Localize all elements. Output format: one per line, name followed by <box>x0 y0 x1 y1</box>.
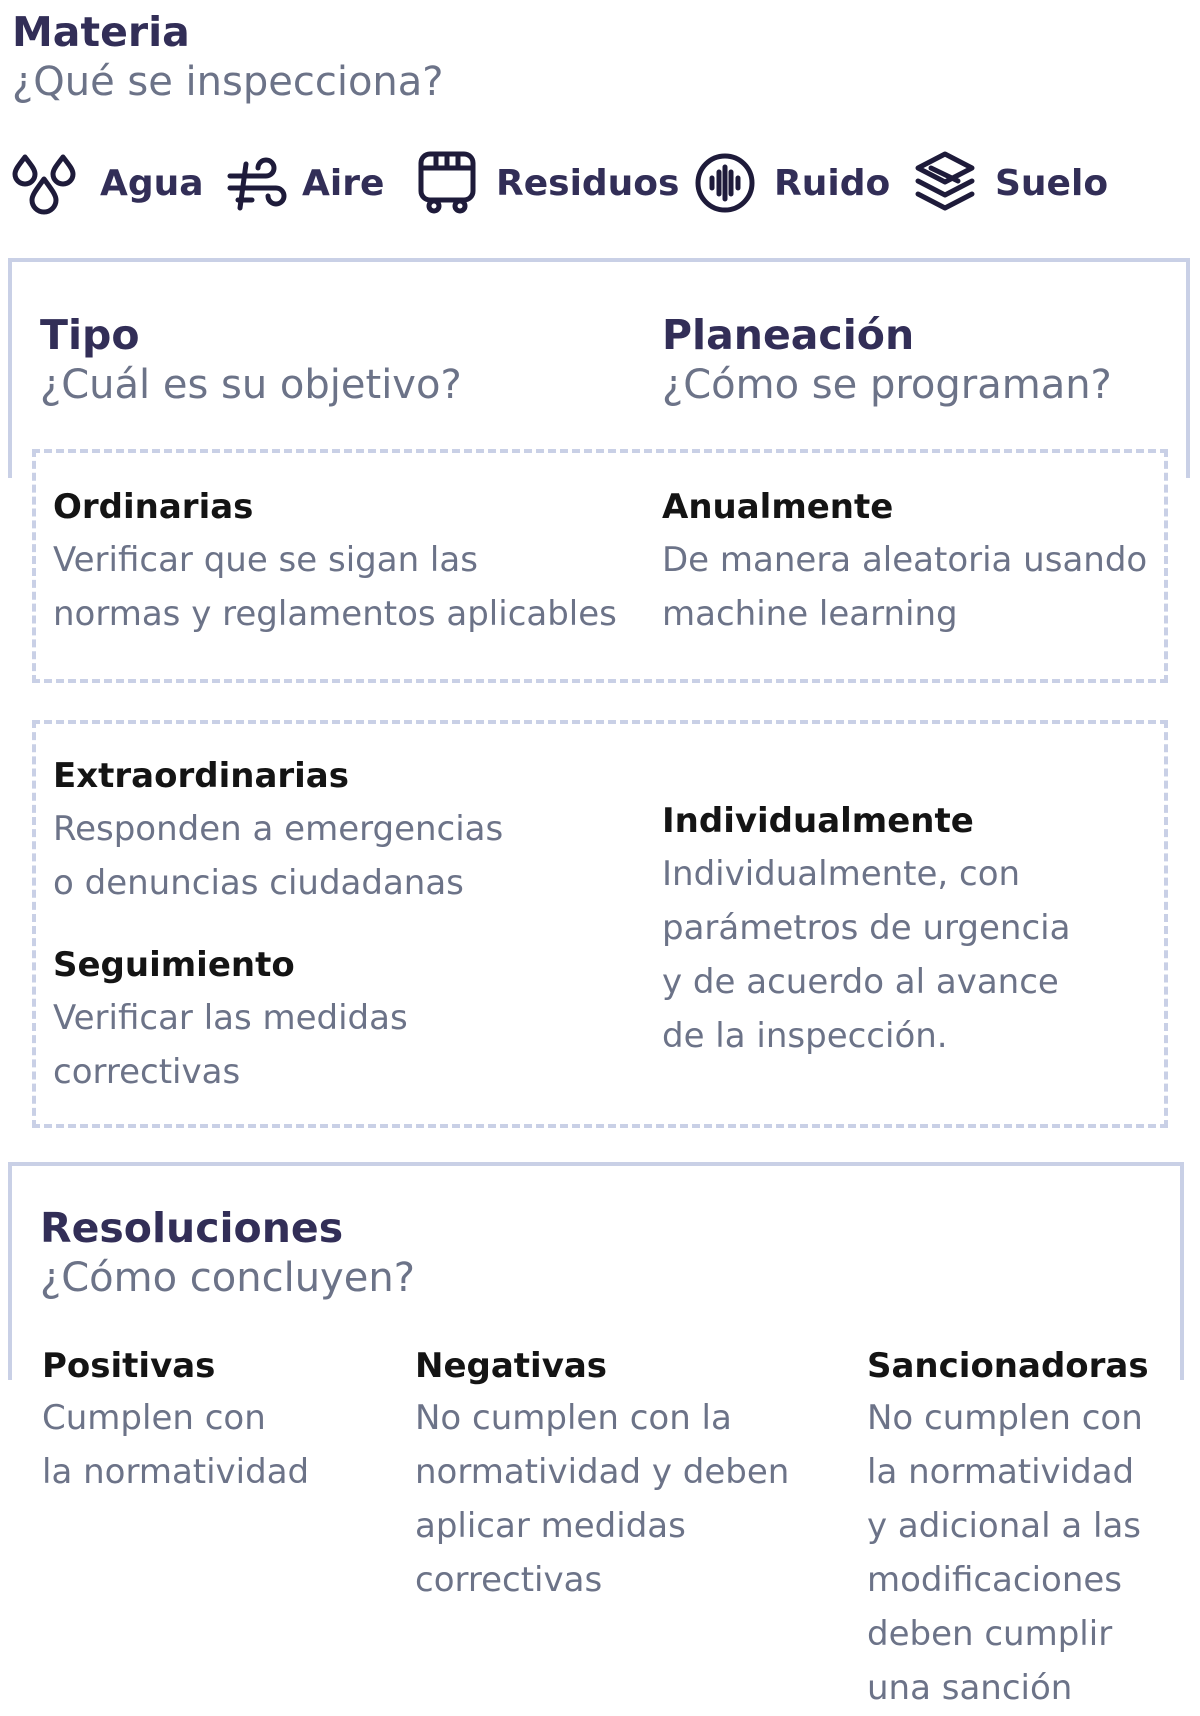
individualmente-line: de la inspección. <box>662 1016 948 1056</box>
positivas-line: Cumplen con <box>42 1398 266 1438</box>
planeacion-subtitle: ¿Cómo se programan? <box>662 362 1112 408</box>
resoluciones-subtitle: ¿Cómo concluyen? <box>40 1255 415 1301</box>
extraordinarias-line: Responden a emergencias <box>53 809 504 849</box>
wind-icon <box>226 156 288 214</box>
negativas-line: aplicar medidas <box>415 1506 686 1546</box>
resoluciones-title: Resoluciones <box>40 1204 344 1252</box>
resoluciones-frame <box>8 1162 1184 1380</box>
individualmente-line: Individualmente, con <box>662 854 1021 894</box>
individualmente-line: parámetros de urgencia <box>662 908 1071 948</box>
sancionadoras-title: Sancionadoras <box>867 1346 1149 1386</box>
sancionadoras-line: una sanción <box>867 1668 1073 1708</box>
anualmente-description: De manera aleatoria usando machine learn… <box>662 533 1147 641</box>
tipo-title: Tipo <box>40 311 140 359</box>
category-agua: Agua <box>100 163 204 204</box>
materia-title: Materia <box>12 8 190 56</box>
extraordinarias-title: Extraordinarias <box>53 756 349 796</box>
anualmente-line: De manera aleatoria usando <box>662 540 1148 580</box>
sancionadoras-line: la normatividad <box>867 1452 1135 1492</box>
sancionadoras-line: y adicional a las <box>867 1506 1142 1546</box>
seguimiento-line: correctivas <box>53 1052 241 1092</box>
negativas-description: No cumplen con la normatividad y deben a… <box>415 1391 789 1607</box>
category-ruido: Ruido <box>774 163 891 204</box>
anualmente-line: machine learning <box>662 594 958 634</box>
positivas-line: la normatividad <box>42 1452 310 1492</box>
extraordinarias-individualmente-box <box>32 720 1168 1128</box>
sancionadoras-line: deben cumplir <box>867 1614 1113 1654</box>
seguimiento-description: Verificar las medidas correctivas <box>53 991 408 1099</box>
ordinarias-line: Verificar que se sigan las <box>53 540 478 580</box>
positivas-title: Positivas <box>42 1346 216 1386</box>
individualmente-title: Individualmente <box>662 801 974 841</box>
category-suelo: Suelo <box>995 163 1109 204</box>
water-drops-icon <box>12 153 76 217</box>
extraordinarias-description: Responden a emergencias o denuncias ciud… <box>53 802 503 910</box>
category-residuos: Residuos <box>496 163 680 204</box>
ordinarias-title: Ordinarias <box>53 487 254 527</box>
sancionadoras-line: No cumplen con <box>867 1398 1143 1438</box>
ordinarias-description: Verificar que se sigan las normas y regl… <box>53 533 617 641</box>
layers-icon <box>914 150 976 216</box>
extraordinarias-line: o denuncias ciudadanas <box>53 863 464 903</box>
ordinarias-line: normas y reglamentos aplicables <box>53 594 617 634</box>
planeacion-title: Planeación <box>662 311 915 359</box>
negativas-line: correctivas <box>415 1560 603 1600</box>
seguimiento-line: Verificar las medidas <box>53 998 408 1038</box>
seguimiento-title: Seguimiento <box>53 945 295 985</box>
negativas-line: No cumplen con la <box>415 1398 732 1438</box>
negativas-line: normatividad y deben <box>415 1452 790 1492</box>
tipo-subtitle: ¿Cuál es su objetivo? <box>40 362 462 408</box>
waste-bin-icon <box>416 150 478 216</box>
sound-wave-icon <box>694 152 756 214</box>
category-aire: Aire <box>302 163 385 204</box>
individualmente-line: y de acuerdo al avance <box>662 962 1059 1002</box>
individualmente-description: Individualmente, con parámetros de urgen… <box>662 847 1070 1063</box>
sancionadoras-line: modificaciones <box>867 1560 1123 1600</box>
positivas-description: Cumplen con la normatividad <box>42 1391 309 1499</box>
materia-categories: Agua Aire Residuos Ruido <box>12 150 1192 220</box>
ordinarias-anualmente-box <box>32 449 1168 683</box>
sancionadoras-description: No cumplen con la normatividad y adicion… <box>867 1391 1143 1715</box>
negativas-title: Negativas <box>415 1346 608 1386</box>
tipo-planeacion-frame <box>8 258 1190 478</box>
anualmente-title: Anualmente <box>662 487 894 527</box>
materia-subtitle: ¿Qué se inspecciona? <box>12 59 444 105</box>
